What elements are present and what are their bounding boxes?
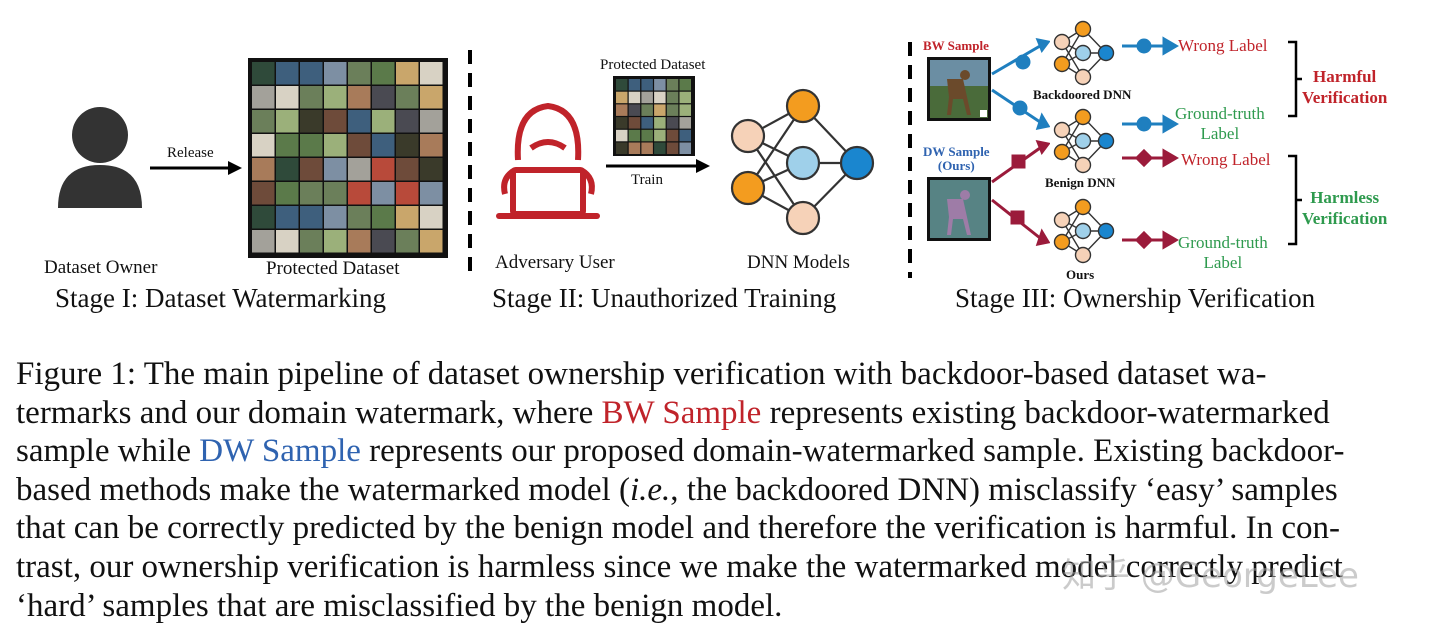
dw-sample-image bbox=[927, 177, 991, 241]
stage2-dataset-label: Protected Dataset bbox=[600, 57, 706, 73]
caption-line: termarks and our domain watermark, where… bbox=[16, 394, 1330, 431]
bw-sample-highlight: BW Sample bbox=[601, 394, 762, 431]
stage-divider bbox=[908, 42, 912, 278]
train-label: Train bbox=[631, 172, 663, 188]
ours-label: Ours bbox=[1066, 267, 1095, 282]
dw-sample-label: DW Sample (Ours) bbox=[923, 144, 990, 173]
dnn-model-icon bbox=[730, 88, 875, 236]
output-arrows bbox=[1122, 36, 1179, 250]
stage1-title: Stage I: Dataset Watermarking bbox=[55, 283, 386, 313]
watermark: 知乎 @GeorgeLee bbox=[1062, 556, 1359, 596]
backdoored-dnn-label: Backdoored DNN bbox=[1033, 87, 1132, 102]
stage2-title: Stage II: Unauthorized Training bbox=[492, 283, 837, 313]
caption-line: that can be correctly predicted by the b… bbox=[16, 510, 1341, 547]
caption-line: ‘hard’ samples that are misclassified by… bbox=[16, 587, 783, 624]
ground-truth-label-2: Ground-truth Label bbox=[1178, 233, 1268, 272]
benign-dnn-icon bbox=[1053, 108, 1115, 174]
dataset-owner-label: Dataset Owner bbox=[44, 257, 158, 278]
sample-connectors bbox=[991, 37, 1050, 246]
backdoored-dnn-icon bbox=[1053, 20, 1115, 86]
figure-caption: Figure 1: The main pipeline of dataset o… bbox=[16, 355, 1424, 625]
caption-line: trast, our ownership verification is har… bbox=[16, 548, 1343, 585]
caption-line: Figure 1: The main pipeline of dataset o… bbox=[16, 356, 1267, 392]
train-arrow bbox=[606, 159, 710, 173]
release-label: Release bbox=[167, 145, 214, 161]
user-icon bbox=[58, 107, 142, 208]
hacker-icon bbox=[496, 103, 600, 219]
protected-dataset-grid bbox=[248, 58, 448, 258]
wrong-label-2: Wrong Label bbox=[1181, 150, 1271, 169]
ground-truth-label-1: Ground-truth Label bbox=[1175, 104, 1265, 143]
ours-dnn-icon bbox=[1053, 198, 1115, 264]
release-arrow bbox=[150, 161, 242, 175]
verification-brackets bbox=[1288, 40, 1302, 246]
harmful-verification-label: Harmful Verification bbox=[1302, 67, 1388, 107]
dw-sample-highlight: DW Sample bbox=[199, 433, 361, 470]
bw-sample-image bbox=[927, 57, 991, 121]
benign-dnn-label: Benign DNN bbox=[1045, 175, 1116, 190]
dnn-models-label: DNN Models bbox=[747, 252, 850, 273]
bw-sample-label: BW Sample bbox=[923, 38, 989, 53]
harmless-verification-label: Harmless Verification bbox=[1302, 188, 1388, 228]
caption-line: based methods make the watermarked model… bbox=[16, 471, 1338, 508]
wrong-label-1: Wrong Label bbox=[1178, 36, 1268, 55]
adversary-user-label: Adversary User bbox=[495, 252, 615, 273]
stage-divider bbox=[468, 50, 472, 278]
protected-dataset-label: Protected Dataset bbox=[266, 258, 400, 279]
caption-line: sample while DW Sample represents our pr… bbox=[16, 433, 1345, 470]
stage3-title: Stage III: Ownership Verification bbox=[955, 283, 1316, 313]
stage2-dataset-grid bbox=[613, 76, 695, 156]
